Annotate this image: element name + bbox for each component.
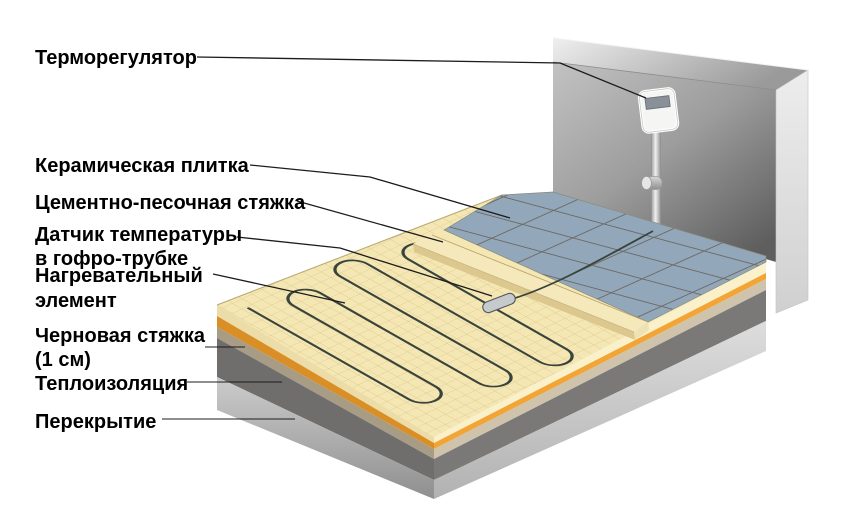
label-rough-line1: Черновая стяжка	[35, 325, 206, 347]
leader-ceramic-tile	[249, 164, 511, 219]
sensor-capsule	[482, 292, 516, 314]
labels: Терморегулятор Керамическая плитка Цемен…	[35, 47, 306, 433]
layer-insulation-left	[217, 338, 434, 480]
layer-rough-screed-right	[434, 279, 766, 459]
label-thermostat: Терморегулятор	[35, 47, 197, 69]
screed-strip-front	[413, 244, 635, 340]
leader-heating-element	[212, 273, 346, 304]
screed-strip-top	[413, 235, 648, 332]
label-heater-line1: Нагревательный	[35, 265, 203, 287]
leader-sensor	[236, 236, 493, 297]
screed-strip-end	[634, 322, 649, 340]
leader-thermostat	[196, 56, 647, 99]
sensor-lead-wire	[511, 230, 654, 300]
layer-insulation-right	[434, 290, 766, 480]
floor-side-layers	[217, 262, 766, 499]
layer-rough-screed-left	[217, 327, 434, 459]
label-sensor-line2: в гофро-трубке	[35, 248, 188, 270]
label-rough-line2: (1 см)	[35, 349, 91, 371]
temperature-sensor	[482, 230, 654, 314]
wall-side-face	[775, 69, 809, 314]
layer-heating-element-right	[434, 273, 766, 449]
floor-far-edge	[216, 194, 503, 306]
label-ceramic-tile: Керамическая плитка	[35, 155, 250, 177]
thermostat-display	[644, 95, 671, 110]
layer-mat-edge-left	[217, 305, 434, 443]
label-sensor-line1: Датчик температуры	[35, 224, 242, 246]
wall-ridge-edge	[552, 37, 809, 71]
layer-heating-element-left	[217, 316, 434, 449]
label-insulation: Теплоизоляция	[35, 373, 188, 395]
label-heater-line2: элемент	[35, 290, 117, 312]
conduit-junction	[641, 175, 663, 190]
wall-top-face	[553, 38, 808, 90]
thermostat-body	[637, 87, 680, 134]
wall-front-top-edge	[552, 61, 777, 91]
layer-slab-left	[217, 377, 434, 499]
layer-mat-edge-right	[434, 262, 766, 443]
thermostat	[637, 87, 680, 134]
heating-cable	[247, 242, 574, 404]
layer-slab-right	[434, 321, 766, 499]
label-slab: Перекрытие	[35, 411, 156, 433]
leader-lines	[162, 56, 647, 420]
leader-cement-screed	[296, 200, 444, 243]
screed-strip	[412, 234, 649, 340]
thermostat-assembly	[637, 87, 680, 233]
label-cement-screed: Цементно-песочная стяжка	[35, 192, 306, 214]
